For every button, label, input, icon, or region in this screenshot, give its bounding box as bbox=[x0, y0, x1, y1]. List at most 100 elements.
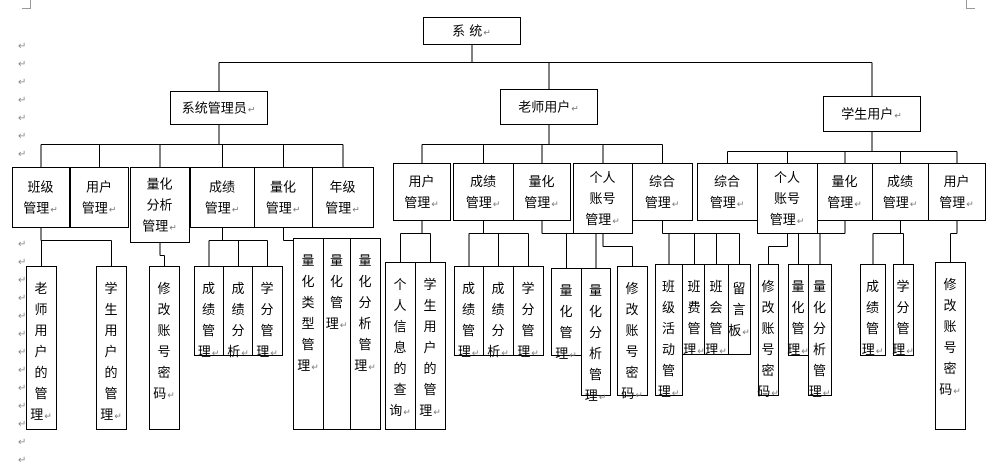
role-2-module-5-function-2-label: 班费管理↵ bbox=[683, 280, 705, 358]
role-1-module-6-box bbox=[312, 167, 374, 228]
role-3-module-1: 综合管理↵ bbox=[697, 163, 758, 221]
role-1-module-6: 年级管理↵ bbox=[312, 167, 374, 228]
role-1-module-3-function-1-label: 修改账号密码↵ bbox=[153, 282, 175, 402]
role-3-module-3: 量化管理↵ bbox=[817, 163, 873, 221]
role-1-module-4-function-1-label: 成绩管理↵ bbox=[198, 282, 220, 360]
role-2-module-3-function-2-box bbox=[581, 268, 611, 396]
role-3-module-1-label: 综合管理↵ bbox=[710, 175, 745, 211]
role-2-module-1-box bbox=[393, 163, 451, 221]
root-node-system-label: 系 统↵ bbox=[452, 25, 491, 40]
role-1-module-4-function-2-label: 成绩分析↵ bbox=[227, 282, 249, 360]
role-3-module-5: 用户管理↵ bbox=[928, 163, 986, 221]
role-2-module-5-function-2-box bbox=[682, 264, 707, 355]
role-2-module-5-function-4-box bbox=[728, 264, 751, 355]
role-1-module-1-function-1-label: 老师用户的管理↵ bbox=[30, 282, 52, 423]
role-2-module-2-box bbox=[453, 163, 514, 221]
role-2-module-1-function-2-box bbox=[415, 262, 446, 430]
role-1-module-5: 量化管理↵ bbox=[254, 167, 313, 228]
role-3-module-2-function-1-box bbox=[758, 264, 779, 396]
role-2-module-1-function-1-label: 个人信息的查询↵ bbox=[389, 278, 411, 419]
role-2-module-2-function-3-label: 学分管理↵ bbox=[517, 281, 539, 360]
role-1-module-3-box bbox=[130, 167, 190, 243]
margin-paragraph-mark: ↵ bbox=[18, 95, 27, 106]
margin-paragraph-mark: ↵ bbox=[18, 275, 27, 286]
role-3-module-5-function-1-label: 修改账号密码↵ bbox=[939, 278, 961, 398]
role-3-module-5-label: 用户管理↵ bbox=[939, 174, 974, 211]
role-3-module-4-label: 成绩管理↵ bbox=[883, 175, 918, 211]
role-1-module-5-function-1-box bbox=[293, 238, 324, 430]
role-3-module-5-function-1-box bbox=[935, 262, 966, 430]
margin-paragraph-mark: ↵ bbox=[18, 59, 27, 70]
margin-paragraph-mark: ↵ bbox=[18, 257, 27, 268]
role-2-module-2-function-3-box bbox=[513, 266, 544, 356]
role-node-3: 学生用户↵ bbox=[823, 96, 921, 132]
role-3-module-2-function-1-label: 修改账号密码↵ bbox=[757, 280, 779, 400]
role-3-module-2-label: 个人账号管理↵ bbox=[770, 171, 805, 228]
role-3-module-4-function-2-box bbox=[893, 264, 914, 356]
role-3-module-3-box bbox=[817, 163, 873, 221]
role-2-module-5: 综合管理↵ bbox=[632, 163, 693, 221]
margin-paragraph-mark: ↵ bbox=[18, 113, 27, 124]
role-2-module-5-function-1: 班级活动管理↵ bbox=[655, 264, 683, 400]
role-1-module-4-function-2: 成绩分析↵ bbox=[223, 266, 254, 360]
role-2-module-2: 成绩管理↵ bbox=[453, 163, 514, 221]
role-2-module-1-function-2: 学生用户的管理↵ bbox=[415, 262, 446, 430]
role-2-module-4-function-1-box bbox=[617, 266, 648, 396]
role-3-module-4-function-1: 成绩管理↵ bbox=[860, 264, 886, 358]
role-1-module-1-function-1-box bbox=[26, 266, 57, 430]
role-2-module-2-function-2-label: 成绩分析↵ bbox=[487, 282, 509, 360]
root-node-system-box bbox=[423, 17, 521, 45]
role-1-module-4-label: 成绩管理↵ bbox=[205, 181, 240, 217]
margin-paragraph-mark: ↵ bbox=[18, 437, 27, 448]
role-3-module-3-function-2-label: 量化分析管理↵ bbox=[809, 280, 831, 400]
role-node-2-label: 老师用户↵ bbox=[518, 100, 579, 116]
role-3-module-4: 成绩管理↵ bbox=[872, 163, 929, 221]
role-3-module-1-box bbox=[697, 163, 758, 221]
role-2-module-3-function-1: 量化管理↵ bbox=[551, 268, 582, 362]
role-node-1-box bbox=[170, 91, 268, 125]
role-1-module-1: 班级管理↵ bbox=[12, 167, 70, 228]
role-1-module-5-function-3-box bbox=[350, 238, 381, 430]
role-1-module-5-function-3: 量化分析管理↵ bbox=[350, 238, 381, 430]
role-2-module-5-function-1-box bbox=[655, 264, 683, 396]
role-3-module-3-function-1-label: 量化管理↵ bbox=[787, 280, 809, 358]
role-1-module-1-function-2: 学生用户的管理↵ bbox=[96, 266, 127, 430]
role-2-module-5-label: 综合管理↵ bbox=[645, 175, 680, 211]
role-3-module-3-function-1: 量化管理↵ bbox=[787, 264, 809, 358]
role-2-module-2-function-1-box bbox=[454, 266, 484, 356]
role-3-module-2-function-1: 修改账号密码↵ bbox=[757, 264, 779, 400]
margin-paragraph-mark: ↵ bbox=[18, 311, 27, 322]
role-1-module-1-label: 班级管理↵ bbox=[23, 181, 58, 217]
margin-paragraph-mark: ↵ bbox=[18, 383, 27, 394]
role-1-module-2: 用户管理↵ bbox=[70, 167, 129, 228]
role-2-module-4-label: 个人账号管理↵ bbox=[585, 171, 620, 228]
role-1-module-4-function-3-box bbox=[252, 266, 283, 356]
role-1-module-5-label: 量化管理↵ bbox=[266, 181, 301, 217]
margin-paragraph-mark: ↵ bbox=[18, 419, 27, 430]
role-3-module-2-box bbox=[757, 163, 818, 234]
role-2-module-2-function-1-label: 成绩管理↵ bbox=[458, 282, 480, 360]
margin-paragraph-mark: ↵ bbox=[18, 41, 27, 52]
role-2-module-2-function-3: 学分管理↵ bbox=[513, 266, 544, 360]
role-1-module-3-function-1: 修改账号密码↵ bbox=[149, 266, 180, 430]
role-3-module-4-function-2-label: 学分管理↵ bbox=[892, 279, 914, 358]
role-2-module-3-label: 量化管理↵ bbox=[524, 175, 559, 211]
role-2-module-5-function-2: 班费管理↵ bbox=[682, 264, 707, 358]
role-1-module-1-function-2-box bbox=[96, 266, 127, 430]
margin-paragraph-mark: ↵ bbox=[18, 329, 27, 340]
role-2-module-5-function-1-label: 班级活动管理↵ bbox=[658, 280, 680, 400]
role-1-module-4: 成绩管理↵ bbox=[190, 167, 255, 228]
role-node-3-label: 学生用户↵ bbox=[841, 107, 902, 123]
role-node-1-label: 系统管理员↵ bbox=[182, 102, 256, 117]
role-2-module-4-function-1: 修改账号密码↵ bbox=[617, 266, 648, 402]
role-2-module-2-function-2: 成绩分析↵ bbox=[483, 266, 514, 360]
role-1-module-5-function-2-label: 量化管理↵ bbox=[326, 254, 348, 332]
role-1-module-1-function-2-label: 学生用户的管理↵ bbox=[100, 281, 122, 423]
role-1-module-1-function-1: 老师用户的管理↵ bbox=[26, 266, 57, 430]
role-3-module-3-function-2-box bbox=[808, 264, 832, 396]
role-2-module-5-function-4-label: 留言板↵ bbox=[728, 282, 750, 339]
role-2-module-3-function-2-label: 量化分析管理↵ bbox=[585, 284, 607, 404]
role-1-module-3: 量化分析管理↵ bbox=[130, 167, 190, 243]
role-3-module-4-function-1-box bbox=[860, 264, 886, 356]
role-2-module-4: 个人账号管理↵ bbox=[573, 163, 633, 234]
